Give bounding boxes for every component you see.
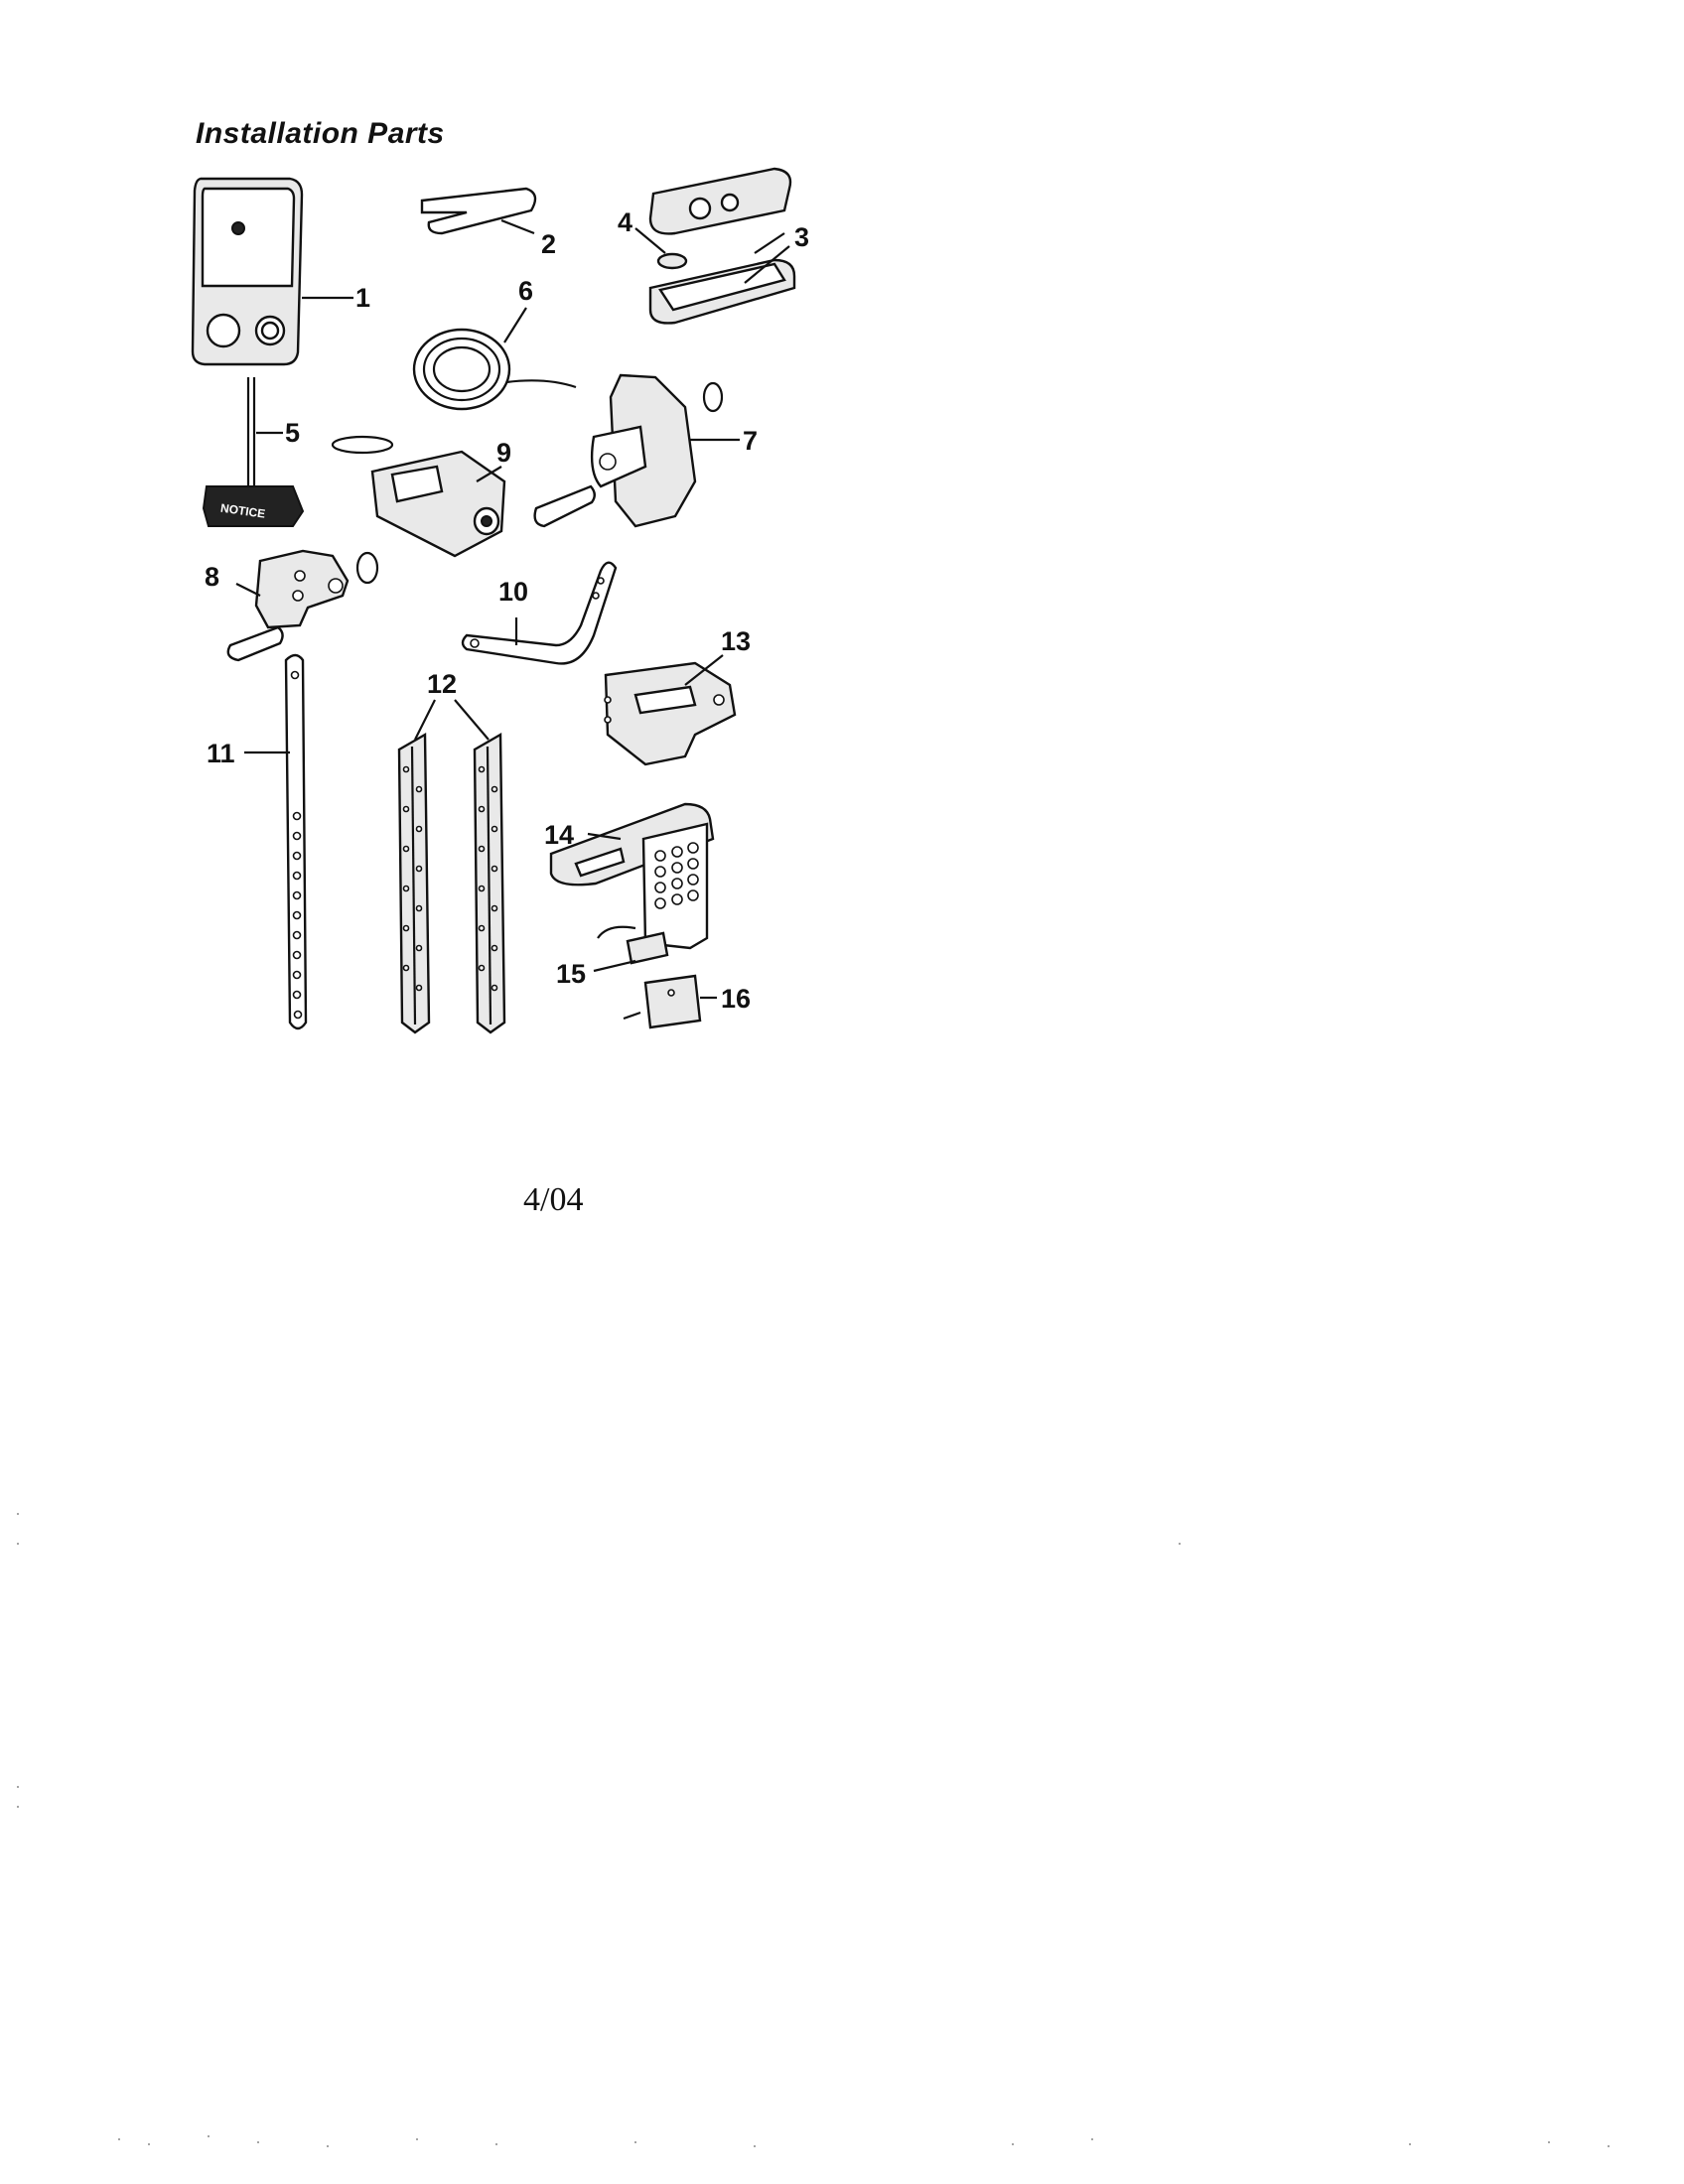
- callout-13: 13: [721, 626, 751, 656]
- release-bracket: [604, 654, 737, 766]
- callout-3: 3: [794, 222, 809, 252]
- bell-wire-coil: [412, 307, 577, 411]
- keypad-battery: [593, 925, 669, 973]
- callout-16: 16: [721, 984, 751, 1014]
- safety-sensor: [331, 435, 506, 558]
- callout-11: 11: [207, 739, 235, 768]
- visor-clip: [420, 187, 537, 235]
- door-control-panel: [191, 177, 353, 366]
- page-title: Installation Parts: [196, 117, 445, 150]
- notice-tag: [202, 377, 305, 527]
- header-bracket: [533, 373, 740, 528]
- door-bracket: [226, 549, 379, 662]
- callout-15: 15: [556, 959, 586, 989]
- notice-tag-label: NOTICE: [219, 501, 266, 521]
- battery: [634, 227, 688, 270]
- remote-control: [648, 167, 796, 325]
- revision-date: 4/04: [523, 1181, 584, 1218]
- callout-10: 10: [498, 577, 528, 607]
- hanging-brackets: [397, 699, 506, 1034]
- callout-4: 4: [618, 207, 632, 237]
- callout-7: 7: [743, 426, 758, 456]
- callout-8: 8: [205, 562, 219, 592]
- wireless-keypad: [549, 802, 715, 950]
- callout-5: 5: [285, 418, 300, 448]
- straight-door-arm: [244, 653, 308, 1030]
- callout-9: 9: [496, 438, 511, 468]
- scan-noise: [17, 1513, 1610, 2147]
- callout-6: 6: [518, 276, 533, 306]
- callout-14: 14: [544, 820, 574, 850]
- curved-door-arm: [461, 561, 618, 665]
- callout-1: 1: [355, 283, 370, 313]
- callout-12: 12: [427, 669, 457, 699]
- battery-cover: [623, 974, 717, 1029]
- callout-2: 2: [541, 229, 556, 259]
